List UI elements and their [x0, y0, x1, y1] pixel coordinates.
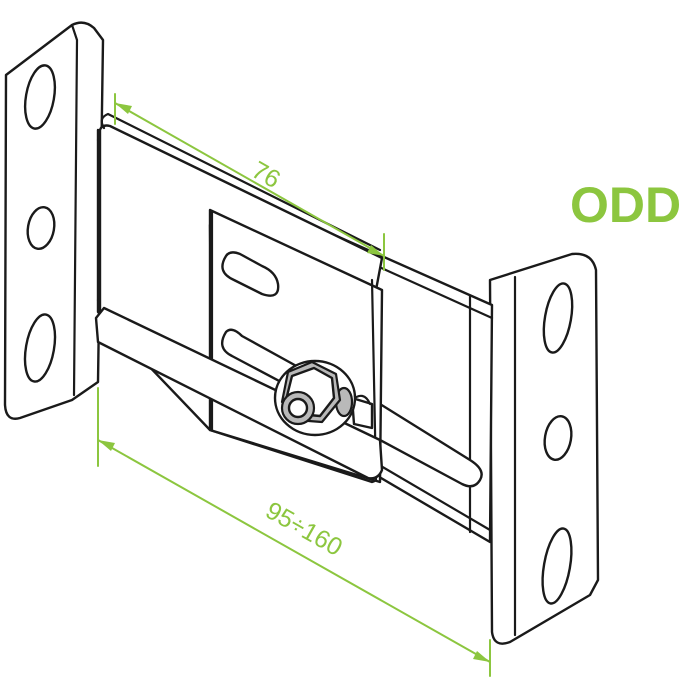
odd-label: ODD — [570, 177, 681, 233]
dimension-top-label: 76 — [247, 156, 285, 194]
right-plate-slot-top — [542, 282, 574, 354]
right-wall-plate — [488, 252, 600, 645]
left-plate-slot-top — [23, 64, 57, 130]
right-plate-hole — [543, 415, 573, 461]
short-plate-slot-top — [221, 251, 280, 297]
left-plate-slot-bottom — [23, 313, 57, 383]
left-plate-hole — [26, 205, 56, 251]
right-plate-slot-bottom — [541, 527, 573, 605]
dimension-bottom-label: 95÷160 — [261, 496, 347, 561]
left-wall-plate — [3, 21, 105, 420]
bolt-assembly — [273, 359, 374, 437]
